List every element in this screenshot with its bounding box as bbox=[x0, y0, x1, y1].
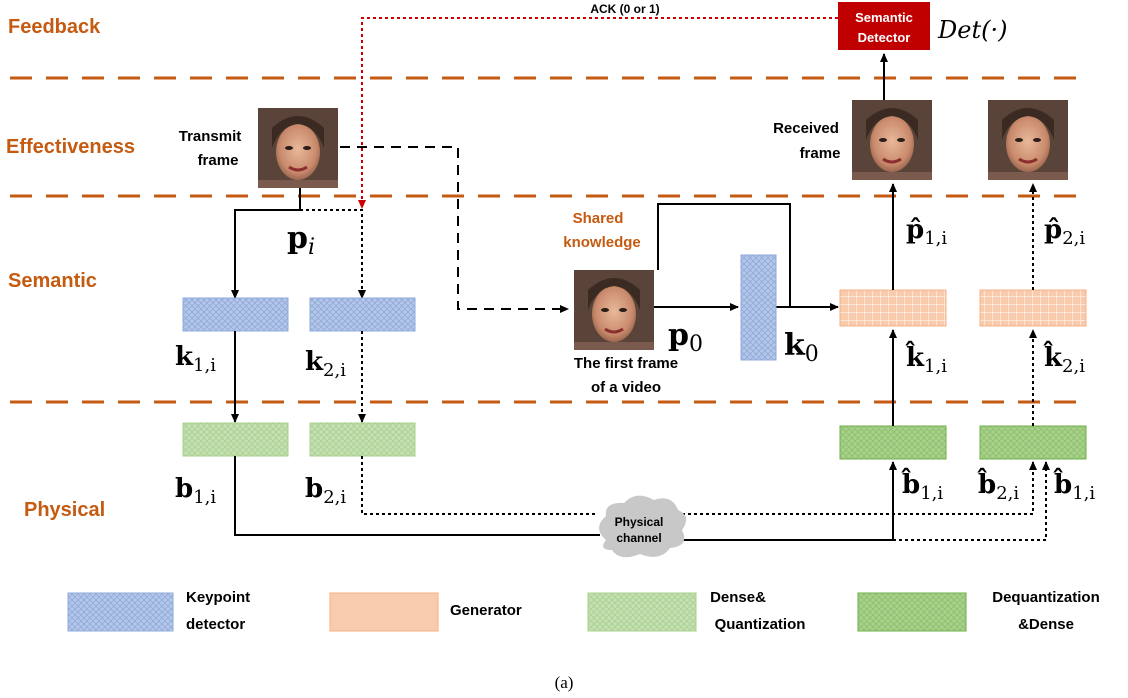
transmit-frame-image bbox=[256, 106, 340, 190]
dense-quantization-1 bbox=[182, 422, 289, 457]
semantic-detector-label-2: Detector bbox=[858, 30, 911, 45]
legend-swatch-keypoint bbox=[67, 592, 174, 632]
transmit-frame-label-1: Transmit bbox=[179, 128, 242, 145]
received-frame-image-1 bbox=[850, 98, 934, 182]
physical-channel-cloud bbox=[599, 495, 687, 558]
det-symbol: Det(·) bbox=[937, 16, 1007, 44]
physical-channel-label-2: channel bbox=[616, 531, 661, 545]
legend-generator-label: Generator bbox=[450, 602, 522, 619]
legend-swatch-generator bbox=[329, 592, 439, 632]
keypoint-detector-1 bbox=[182, 297, 289, 332]
symbol-p-hat-2i: p̂2,i bbox=[1044, 215, 1085, 249]
layer-label-effectiveness: Effectiveness bbox=[6, 136, 135, 158]
symbol-p-i: pi bbox=[287, 221, 315, 260]
received-frame-label-1: Received bbox=[773, 120, 839, 137]
figure-caption: (a) bbox=[555, 673, 574, 692]
symbol-b-2i: b2,i bbox=[305, 474, 346, 508]
symbol-k-hat-1i: k̂1,i bbox=[905, 340, 948, 377]
first-frame-caption-1: The first frame bbox=[574, 355, 678, 372]
shared-knowledge-label-2: knowledge bbox=[563, 234, 641, 251]
keypoint-detector-2 bbox=[309, 297, 416, 332]
symbol-b-hat-1i: b̂1,i bbox=[901, 467, 944, 504]
legend-dequant-label-1: Dequantization bbox=[992, 589, 1100, 606]
first-frame-caption-2: of a video bbox=[591, 379, 661, 396]
transmit-to-shared-dashed-arrow bbox=[340, 146, 569, 313]
received-frame-image-2 bbox=[986, 98, 1070, 182]
layer-separators bbox=[10, 76, 1090, 404]
symbol-p-0: p0 bbox=[668, 318, 703, 357]
shared-knowledge-label-1: Shared bbox=[573, 210, 624, 227]
semantic-detector-box bbox=[838, 2, 930, 50]
first-frame-image bbox=[572, 268, 656, 352]
symbol-k-0: k0 bbox=[784, 328, 819, 367]
dequantization-dense-2 bbox=[979, 425, 1087, 460]
ack-feedback-line bbox=[358, 17, 838, 209]
symbol-k-1i: k1,i bbox=[175, 342, 216, 376]
legend-keypoint-label-1: Keypoint bbox=[186, 589, 250, 606]
legend-dense-label-1: Dense& bbox=[710, 589, 766, 606]
keypoint-detector-shared bbox=[740, 254, 777, 361]
physical-channel-paths bbox=[234, 456, 1050, 541]
symbol-b-hat-1i-second: b̂1,i bbox=[1053, 467, 1096, 504]
legend-swatch-dequant-dense bbox=[857, 592, 967, 632]
generator-1 bbox=[839, 289, 947, 327]
legend: Keypoint detector Generator Dense& Quant… bbox=[67, 589, 1100, 633]
dense-quantization-2 bbox=[309, 422, 416, 457]
semantic-detector-label-1: Semantic bbox=[855, 10, 913, 25]
symbol-b-hat-2i: b̂2,i bbox=[977, 467, 1020, 504]
symbol-p-hat-1i: p̂1,i bbox=[906, 215, 947, 249]
layer-label-physical: Physical bbox=[24, 499, 105, 521]
physical-channel-label-1: Physical bbox=[615, 515, 664, 529]
symbol-k-hat-2i: k̂2,i bbox=[1043, 340, 1086, 377]
received-frame-label-2: frame bbox=[800, 145, 841, 162]
first-frame-bypass-path bbox=[657, 203, 791, 307]
transmit-frame-label-2: frame bbox=[198, 152, 239, 169]
legend-keypoint-label-2: detector bbox=[186, 616, 245, 633]
layer-label-semantic: Semantic bbox=[8, 270, 97, 292]
transmit-to-keypoint-paths bbox=[231, 188, 366, 299]
legend-swatch-dense-quant bbox=[587, 592, 697, 632]
layer-label-feedback: Feedback bbox=[8, 16, 101, 38]
symbol-b-1i: b1,i bbox=[175, 474, 216, 508]
generator-2 bbox=[979, 289, 1087, 327]
legend-dense-label-2: Quantization bbox=[715, 616, 806, 633]
ack-label: ACK (0 or 1) bbox=[590, 2, 659, 16]
legend-dequant-label-2: &Dense bbox=[1018, 616, 1074, 633]
symbol-k-2i: k2,i bbox=[305, 347, 346, 381]
dequantization-dense-1 bbox=[839, 425, 947, 460]
